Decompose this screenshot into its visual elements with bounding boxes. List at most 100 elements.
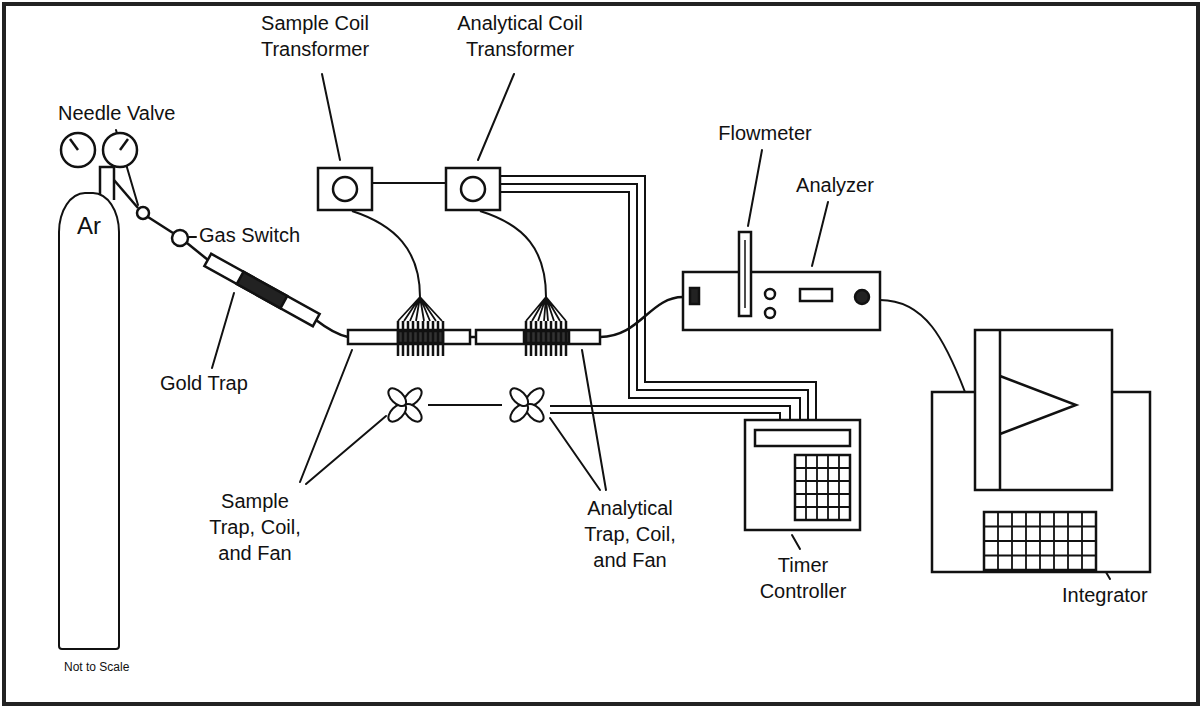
sample-coil-transformer <box>318 168 372 210</box>
flowmeter-tube <box>739 232 751 316</box>
leader-line <box>792 535 800 549</box>
coil-cable <box>352 211 420 297</box>
timer-case <box>745 420 860 530</box>
analyzer-lamp <box>855 290 869 304</box>
gauge-needle <box>120 139 128 150</box>
signal-cable <box>880 300 965 392</box>
label-text: Not to Scale <box>64 660 129 674</box>
gas-tube <box>148 217 173 233</box>
chart-peak <box>1000 376 1076 434</box>
fan-wire <box>428 404 502 406</box>
needle-valve <box>137 207 149 219</box>
label-text: Needle Valve <box>58 102 175 124</box>
part-label: Analyzer <box>780 172 890 198</box>
transformer-dial <box>333 177 357 201</box>
flowmeter-float <box>744 240 746 308</box>
integrator-keyboard <box>984 512 1096 570</box>
gas-cylinder: Ar <box>58 192 120 650</box>
gas-switch <box>172 230 188 246</box>
gauge-needle <box>70 139 78 150</box>
label-text: Flowmeter <box>718 122 811 144</box>
gold-trap <box>204 254 319 326</box>
gas-tube <box>600 297 683 337</box>
gas-tube <box>114 180 138 208</box>
label-text: Analytical Coil Transformer <box>457 12 583 60</box>
leader-line <box>306 416 386 484</box>
sample-fan <box>385 385 425 425</box>
gold-trap-packing <box>237 272 288 308</box>
label-text: Sample Trap, Coil, and Fan <box>209 490 301 564</box>
leader-line <box>189 236 196 238</box>
analyzer-display <box>800 289 832 301</box>
analytical-fan <box>507 385 547 425</box>
fan-blade <box>507 385 531 409</box>
node-text: Ar <box>60 212 118 241</box>
coil-leads <box>526 297 566 321</box>
analytical-coil <box>526 321 566 356</box>
keypad-grid <box>795 455 850 520</box>
pressure-gauge <box>103 133 137 167</box>
pressure-gauge <box>61 133 95 167</box>
analytical-trap <box>476 330 600 344</box>
gold-trap-tube <box>204 254 319 326</box>
label-text: Sample Coil Transformer <box>261 12 369 60</box>
part-label: Sample Coil Transformer <box>245 10 385 62</box>
analyzer-knob <box>765 308 775 318</box>
analytical-coil-transformer <box>446 168 500 210</box>
part-label: Needle Valve <box>58 100 198 126</box>
leader-line <box>478 74 514 160</box>
integrator-chart <box>975 330 1112 490</box>
part-label: Gas Switch <box>199 222 319 248</box>
coil-leads <box>398 297 442 321</box>
fan-wire <box>550 406 790 420</box>
fans <box>385 385 547 425</box>
label-text: Analyzer <box>796 174 874 196</box>
chart-axis <box>999 330 1002 490</box>
gas-tube <box>316 320 348 337</box>
part-label: Timer Controller <box>748 552 858 604</box>
scale-note: Not to Scale <box>64 660 184 676</box>
sample-coil <box>398 321 443 356</box>
part-label: Sample Trap, Coil, and Fan <box>199 488 311 566</box>
analyzer-case <box>683 272 880 330</box>
leader-line <box>748 150 762 226</box>
part-label: Analytical Trap, Coil, and Fan <box>568 495 692 573</box>
timer-keypad <box>795 455 850 520</box>
part-label: Flowmeter <box>700 120 830 146</box>
fan-blade <box>385 385 409 409</box>
frame-border <box>4 4 1198 704</box>
timer-controller <box>745 420 860 530</box>
heating-coils <box>352 211 566 356</box>
label-text: Integrator <box>1062 584 1148 606</box>
transformer-dial <box>461 177 485 201</box>
label-text: Timer Controller <box>760 554 847 602</box>
transformers <box>318 168 500 210</box>
keyboard-grid <box>984 512 1096 570</box>
control-wires <box>372 176 816 420</box>
leader-line <box>212 293 234 368</box>
part-label: Gold Trap <box>160 370 280 396</box>
timer-display <box>755 430 850 446</box>
leader-line <box>300 350 352 482</box>
leader-line <box>322 74 340 160</box>
label-text: Analytical Trap, Coil, and Fan <box>584 497 676 571</box>
leader-line <box>812 202 828 266</box>
part-label: Analytical Coil Transformer <box>430 10 610 62</box>
analyzer <box>683 232 880 330</box>
control-wire <box>372 182 446 184</box>
label-text: Gold Trap <box>160 372 248 394</box>
control-wire <box>500 176 816 420</box>
label-text: Gas Switch <box>199 224 300 246</box>
integrator <box>932 330 1150 572</box>
analyzer-port <box>690 288 699 304</box>
coil-cable <box>480 211 546 297</box>
leader-line <box>550 418 600 490</box>
analyzer-knob <box>765 289 775 299</box>
trap-packing <box>398 331 443 343</box>
gas-line <box>61 133 683 344</box>
part-label: Integrator <box>1062 582 1192 608</box>
